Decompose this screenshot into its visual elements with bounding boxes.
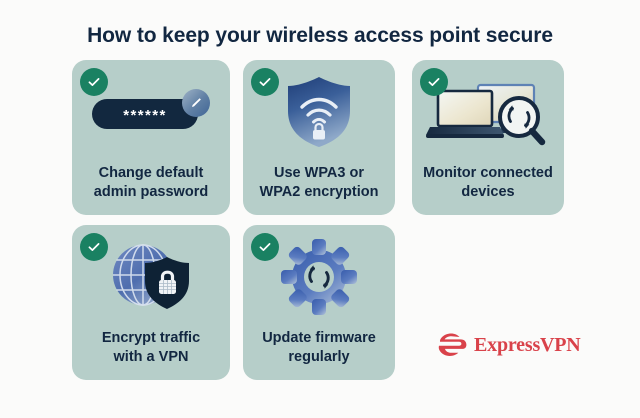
- card-label: Update firmware regularly: [251, 329, 387, 368]
- card-label-line2: with a VPN: [113, 349, 189, 366]
- check-badge-icon: [420, 68, 448, 96]
- card-label: Encrypt traffic with a VPN: [80, 329, 222, 368]
- check-badge-icon: [80, 233, 108, 261]
- password-pill-icon: ******: [72, 60, 230, 164]
- card-label-line1: Change default: [98, 165, 204, 181]
- shield-wifi-lock-icon: [243, 60, 395, 164]
- check-badge-icon: [251, 68, 279, 96]
- expressvpn-wordmark: ExpressVPN: [474, 333, 581, 356]
- card-use-wpa3-or-wpa2-encryption[interactable]: Use WPA3 or WPA2 encryption: [243, 60, 395, 215]
- card-label-line2: WPA2 encryption: [259, 184, 379, 201]
- devices-magnifier-icon: [412, 60, 564, 164]
- card-update-firmware-regularly[interactable]: Update firmware regularly: [243, 225, 395, 380]
- pencil-edit-icon: [182, 89, 210, 117]
- page-title: How to keep your wireless access point s…: [87, 24, 553, 47]
- card-label-line2: admin password: [93, 184, 209, 201]
- card-label-line2: devices: [461, 184, 515, 201]
- card-change-default-admin-password[interactable]: ****** Change default admin password: [72, 60, 230, 215]
- expressvpn-brand: ExpressVPN: [437, 331, 581, 358]
- card-encrypt-traffic-with-a-vpn[interactable]: Encrypt traffic with a VPN: [72, 225, 230, 380]
- card-label-line2: regularly: [288, 349, 350, 366]
- gear-refresh-icon: [243, 225, 395, 329]
- globe-shield-lock-icon: [72, 225, 230, 329]
- check-badge-icon: [251, 233, 279, 261]
- check-badge-icon: [80, 68, 108, 96]
- card-monitor-connected-devices[interactable]: Monitor connected devices: [412, 60, 564, 215]
- expressvpn-logo-mark: [438, 333, 467, 356]
- card-label-line1: Use WPA3 or: [274, 165, 364, 181]
- card-label-line1: Update firmware: [262, 330, 376, 346]
- card-label: Use WPA3 or WPA2 encryption: [251, 164, 387, 203]
- password-mask-text: ******: [92, 99, 198, 129]
- card-label: Change default admin password: [80, 164, 222, 203]
- card-label: Monitor connected devices: [420, 164, 556, 203]
- card-label-line1: Encrypt traffic: [101, 330, 201, 346]
- card-label-line1: Monitor connected: [423, 165, 553, 181]
